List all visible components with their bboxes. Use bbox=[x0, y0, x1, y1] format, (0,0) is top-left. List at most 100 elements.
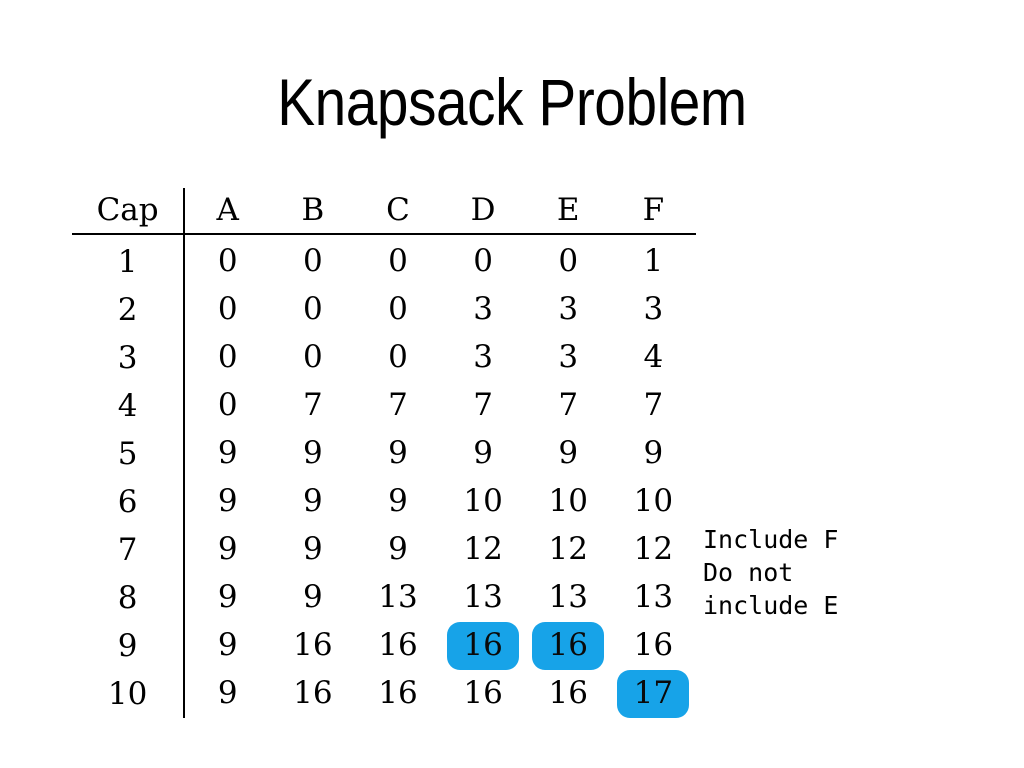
cell-value: 16 bbox=[378, 627, 418, 663]
cell-value: 7 bbox=[302, 387, 323, 423]
cell-value: 13 bbox=[548, 579, 588, 615]
cell-value: 9 bbox=[217, 675, 238, 711]
row-header-cap-5: 5 bbox=[72, 430, 186, 478]
cell-value: 0 bbox=[302, 339, 323, 375]
cell-e-7: 12 bbox=[526, 526, 611, 574]
cell-value: 9 bbox=[388, 531, 408, 567]
cell-f-10-highlighted: 17 bbox=[611, 670, 696, 718]
cell-value: 16 bbox=[293, 675, 333, 711]
cell-b-3: 0 bbox=[270, 334, 355, 382]
cell-a-5: 9 bbox=[184, 430, 270, 478]
cell-value: 9 bbox=[302, 579, 323, 615]
cell-c-5: 9 bbox=[355, 430, 440, 478]
cell-a-8: 9 bbox=[184, 574, 270, 622]
cell-d-7: 12 bbox=[441, 526, 526, 574]
cell-value: 0 bbox=[302, 291, 323, 327]
cell-value: 3 bbox=[473, 339, 493, 375]
cell-value: 9 bbox=[302, 531, 323, 567]
cell-value: 0 bbox=[558, 243, 579, 279]
cell-value: 9 bbox=[217, 579, 238, 615]
cell-value: 9 bbox=[217, 627, 238, 663]
cell-value: 7 bbox=[388, 387, 408, 423]
cell-b-7: 9 bbox=[270, 526, 355, 574]
cell-d-5: 9 bbox=[441, 430, 526, 478]
cell-b-8: 9 bbox=[270, 574, 355, 622]
cell-b-9: 16 bbox=[270, 622, 355, 670]
cell-value: 10 bbox=[463, 483, 503, 519]
cell-value: 9 bbox=[388, 483, 408, 519]
cell-f-5: 9 bbox=[611, 430, 696, 478]
cell-d-10: 16 bbox=[441, 670, 526, 718]
cell-b-1: 0 bbox=[270, 234, 355, 286]
cell-value: 0 bbox=[388, 339, 408, 375]
cell-e-8: 13 bbox=[526, 574, 611, 622]
cell-value: 12 bbox=[463, 531, 503, 567]
cell-f-7: 12 bbox=[611, 526, 696, 574]
cell-value: 0 bbox=[388, 243, 408, 279]
cell-value: 9 bbox=[217, 435, 238, 471]
cell-c-10: 16 bbox=[355, 670, 440, 718]
cell-value: 7 bbox=[473, 387, 493, 423]
cell-a-7: 9 bbox=[184, 526, 270, 574]
cell-value: 1 bbox=[643, 243, 664, 279]
row-header-cap-2: 2 bbox=[72, 286, 186, 334]
cell-value: 3 bbox=[643, 291, 664, 327]
cell-e-10: 16 bbox=[526, 670, 611, 718]
cell-value: 0 bbox=[217, 387, 238, 423]
cell-e-3: 3 bbox=[526, 334, 611, 382]
cell-value: 9 bbox=[558, 435, 579, 471]
cell-value: 9 bbox=[388, 435, 408, 471]
cell-value: 16 bbox=[633, 627, 674, 663]
cell-a-6: 9 bbox=[184, 478, 270, 526]
cell-c-9: 16 bbox=[355, 622, 440, 670]
cell-c-4: 7 bbox=[355, 382, 440, 430]
cell-d-2: 3 bbox=[441, 286, 526, 334]
cell-e-2: 3 bbox=[526, 286, 611, 334]
cell-value: 10 bbox=[633, 483, 674, 519]
column-header-cap: Cap bbox=[72, 188, 186, 234]
cell-a-1: 0 bbox=[184, 234, 270, 286]
cell-value: 0 bbox=[217, 291, 238, 327]
cell-value: 16 bbox=[378, 675, 418, 711]
page-title: Knapsack Problem bbox=[277, 65, 747, 139]
cell-b-6: 9 bbox=[270, 478, 355, 526]
highlight-pill: 16 bbox=[447, 622, 520, 670]
cell-a-10: 9 bbox=[184, 670, 270, 718]
cell-value: 12 bbox=[633, 531, 674, 567]
cell-value: 9 bbox=[217, 531, 238, 567]
cell-c-2: 0 bbox=[355, 286, 440, 334]
cell-value: 7 bbox=[643, 387, 664, 423]
cell-value: 0 bbox=[217, 243, 238, 279]
cell-a-9: 9 bbox=[184, 622, 270, 670]
cell-value: 4 bbox=[643, 339, 664, 375]
cell-a-4: 0 bbox=[184, 382, 270, 430]
cell-value: 0 bbox=[217, 339, 238, 375]
cell-b-10: 16 bbox=[270, 670, 355, 718]
cell-e-1: 0 bbox=[526, 234, 611, 286]
column-header-d: D bbox=[470, 192, 496, 228]
cell-value: 16 bbox=[293, 627, 333, 663]
cell-f-8: 13 bbox=[611, 574, 696, 622]
cell-b-2: 0 bbox=[270, 286, 355, 334]
cell-value: 9 bbox=[302, 435, 323, 471]
cell-f-3: 4 bbox=[611, 334, 696, 382]
cell-b-5: 9 bbox=[270, 430, 355, 478]
cell-value: 13 bbox=[378, 579, 418, 615]
cell-d-6: 10 bbox=[441, 478, 526, 526]
cell-d-3: 3 bbox=[441, 334, 526, 382]
cell-e-6: 10 bbox=[526, 478, 611, 526]
cell-value: 7 bbox=[558, 387, 579, 423]
column-header-a: A bbox=[216, 192, 239, 228]
cell-value: 12 bbox=[548, 531, 588, 567]
column-header-f: F bbox=[642, 192, 665, 228]
cell-value: 13 bbox=[633, 579, 674, 615]
annotation-line-2: Do not bbox=[703, 558, 794, 587]
cell-c-7: 9 bbox=[355, 526, 440, 574]
